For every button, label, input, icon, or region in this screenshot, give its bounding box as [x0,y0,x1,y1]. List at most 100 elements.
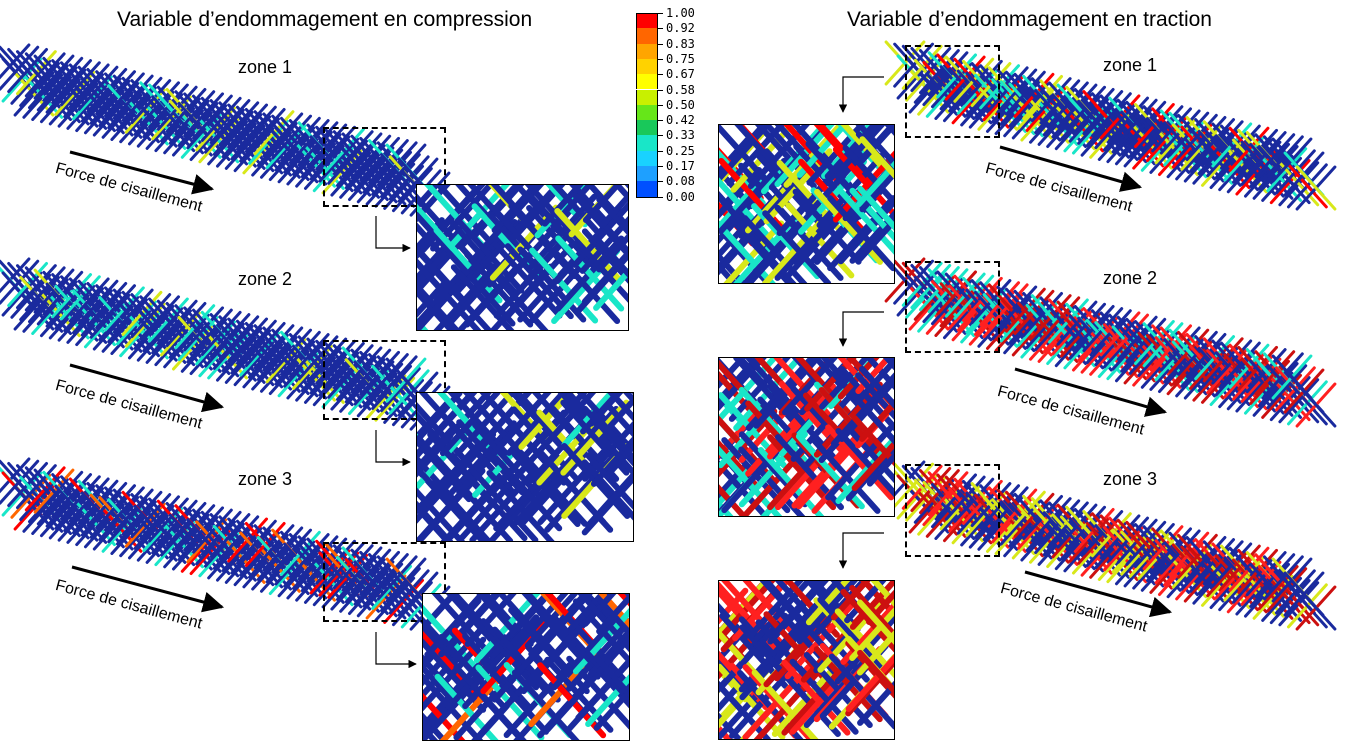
lattice-strut [767,434,837,511]
lattice-strut [581,228,628,284]
lattice-strut [330,151,372,197]
lattice-strut [1063,324,1105,370]
lattice-strut [835,428,894,498]
lattice-strut [816,125,876,186]
lattice-strut [596,594,629,635]
legend-tick [657,89,663,91]
legend-tick [657,135,663,137]
lattice-strut [172,525,213,571]
lattice-strut [597,597,629,638]
legend-swatch [636,58,658,75]
lattice-strut [216,536,257,582]
lattice-strut [198,332,240,378]
lattice-strut [1072,529,1113,575]
lattice-strut [233,541,275,587]
lattice-strut [163,323,204,369]
lattice-strut [1063,527,1105,573]
lattice-strut [719,358,747,389]
lattice-strut [189,115,231,161]
lattice-strut [866,589,894,625]
lattice-strut [1235,150,1277,196]
lattice-strut [1287,583,1328,629]
lattice-strut [986,507,1027,553]
legend-tick [657,104,663,106]
lattice-strut [1201,141,1242,187]
lattice-strut [163,523,204,569]
lattice-strut [917,490,958,536]
lattice-strut [960,298,1001,344]
lattice-strut [1287,380,1328,426]
lattice-strut [464,251,534,328]
lattice-strut [587,601,629,653]
lattice-strut [733,358,803,431]
compression-zoom-inset-1 [416,184,629,331]
lattice-strut [994,307,1036,353]
legend-value: 0.00 [666,189,695,204]
lattice-strut [1132,544,1173,590]
lattice-strut [277,552,319,598]
lattice-strut [224,338,266,384]
compression-force-arrow-2 [69,363,225,413]
lattice-strut [22,73,64,119]
lattice-strut [417,500,454,541]
lattice-strut [84,89,125,135]
lattice-strut [719,461,750,500]
lattice-strut [925,492,967,538]
legend-tick [657,58,663,60]
lattice-strut [145,104,187,150]
lattice-strut [365,574,407,620]
lattice-strut [1278,161,1320,207]
lattice-strut [180,327,222,373]
traction-zoom-region-2 [905,261,1000,353]
lattice-strut [1244,369,1285,415]
lattice-strut [838,366,894,432]
lattice-strut [943,497,984,543]
lattice-strut [1192,559,1234,605]
lattice-strut [66,498,108,544]
lattice-strut [579,197,628,256]
lattice-strut [849,585,894,639]
legend-swatch [636,28,658,44]
lattice-strut [908,488,950,534]
compression-connector-3 [375,632,417,669]
lattice-strut [1089,533,1130,579]
lattice-strut [1295,585,1337,631]
lattice-strut [339,367,380,413]
legend-value: 0.67 [666,67,695,82]
lattice-strut [101,93,143,139]
lattice-strut [48,294,90,340]
lattice-strut [251,131,292,177]
lattice-strut [356,572,398,618]
lattice-strut [555,235,625,312]
lattice-strut [1269,376,1311,422]
lattice-strut [1054,525,1096,571]
compression-lattice-zone-3 [0,457,451,631]
lattice-strut [1020,313,1062,359]
lattice-strut [986,87,1027,133]
lattice-strut [119,512,160,558]
lattice-strut [719,484,748,516]
lattice-strut [428,263,493,330]
lattice-strut [1201,561,1242,607]
lattice-strut [545,185,588,228]
lattice-strut [251,345,292,391]
lattice-strut [1046,523,1087,569]
traction-connector-1 [838,76,884,113]
lattice-strut [1295,165,1337,211]
traction-zone-3-label: zone 3 [1103,469,1158,489]
lattice-strut [1183,137,1225,183]
lattice-strut [1269,159,1311,205]
lattice-strut [1089,113,1130,159]
lattice-strut [518,450,588,527]
lattice-strut [857,649,894,696]
legend-value: 0.58 [666,82,695,97]
lattice-strut [277,138,319,184]
lattice-strut [849,187,894,242]
lattice-strut [837,188,894,255]
lattice-strut [119,98,160,144]
lattice-strut [1115,540,1156,586]
lattice-strut [596,232,628,273]
lattice-strut [1244,152,1285,198]
lattice-strut [348,570,389,616]
lattice-strut [866,452,894,487]
